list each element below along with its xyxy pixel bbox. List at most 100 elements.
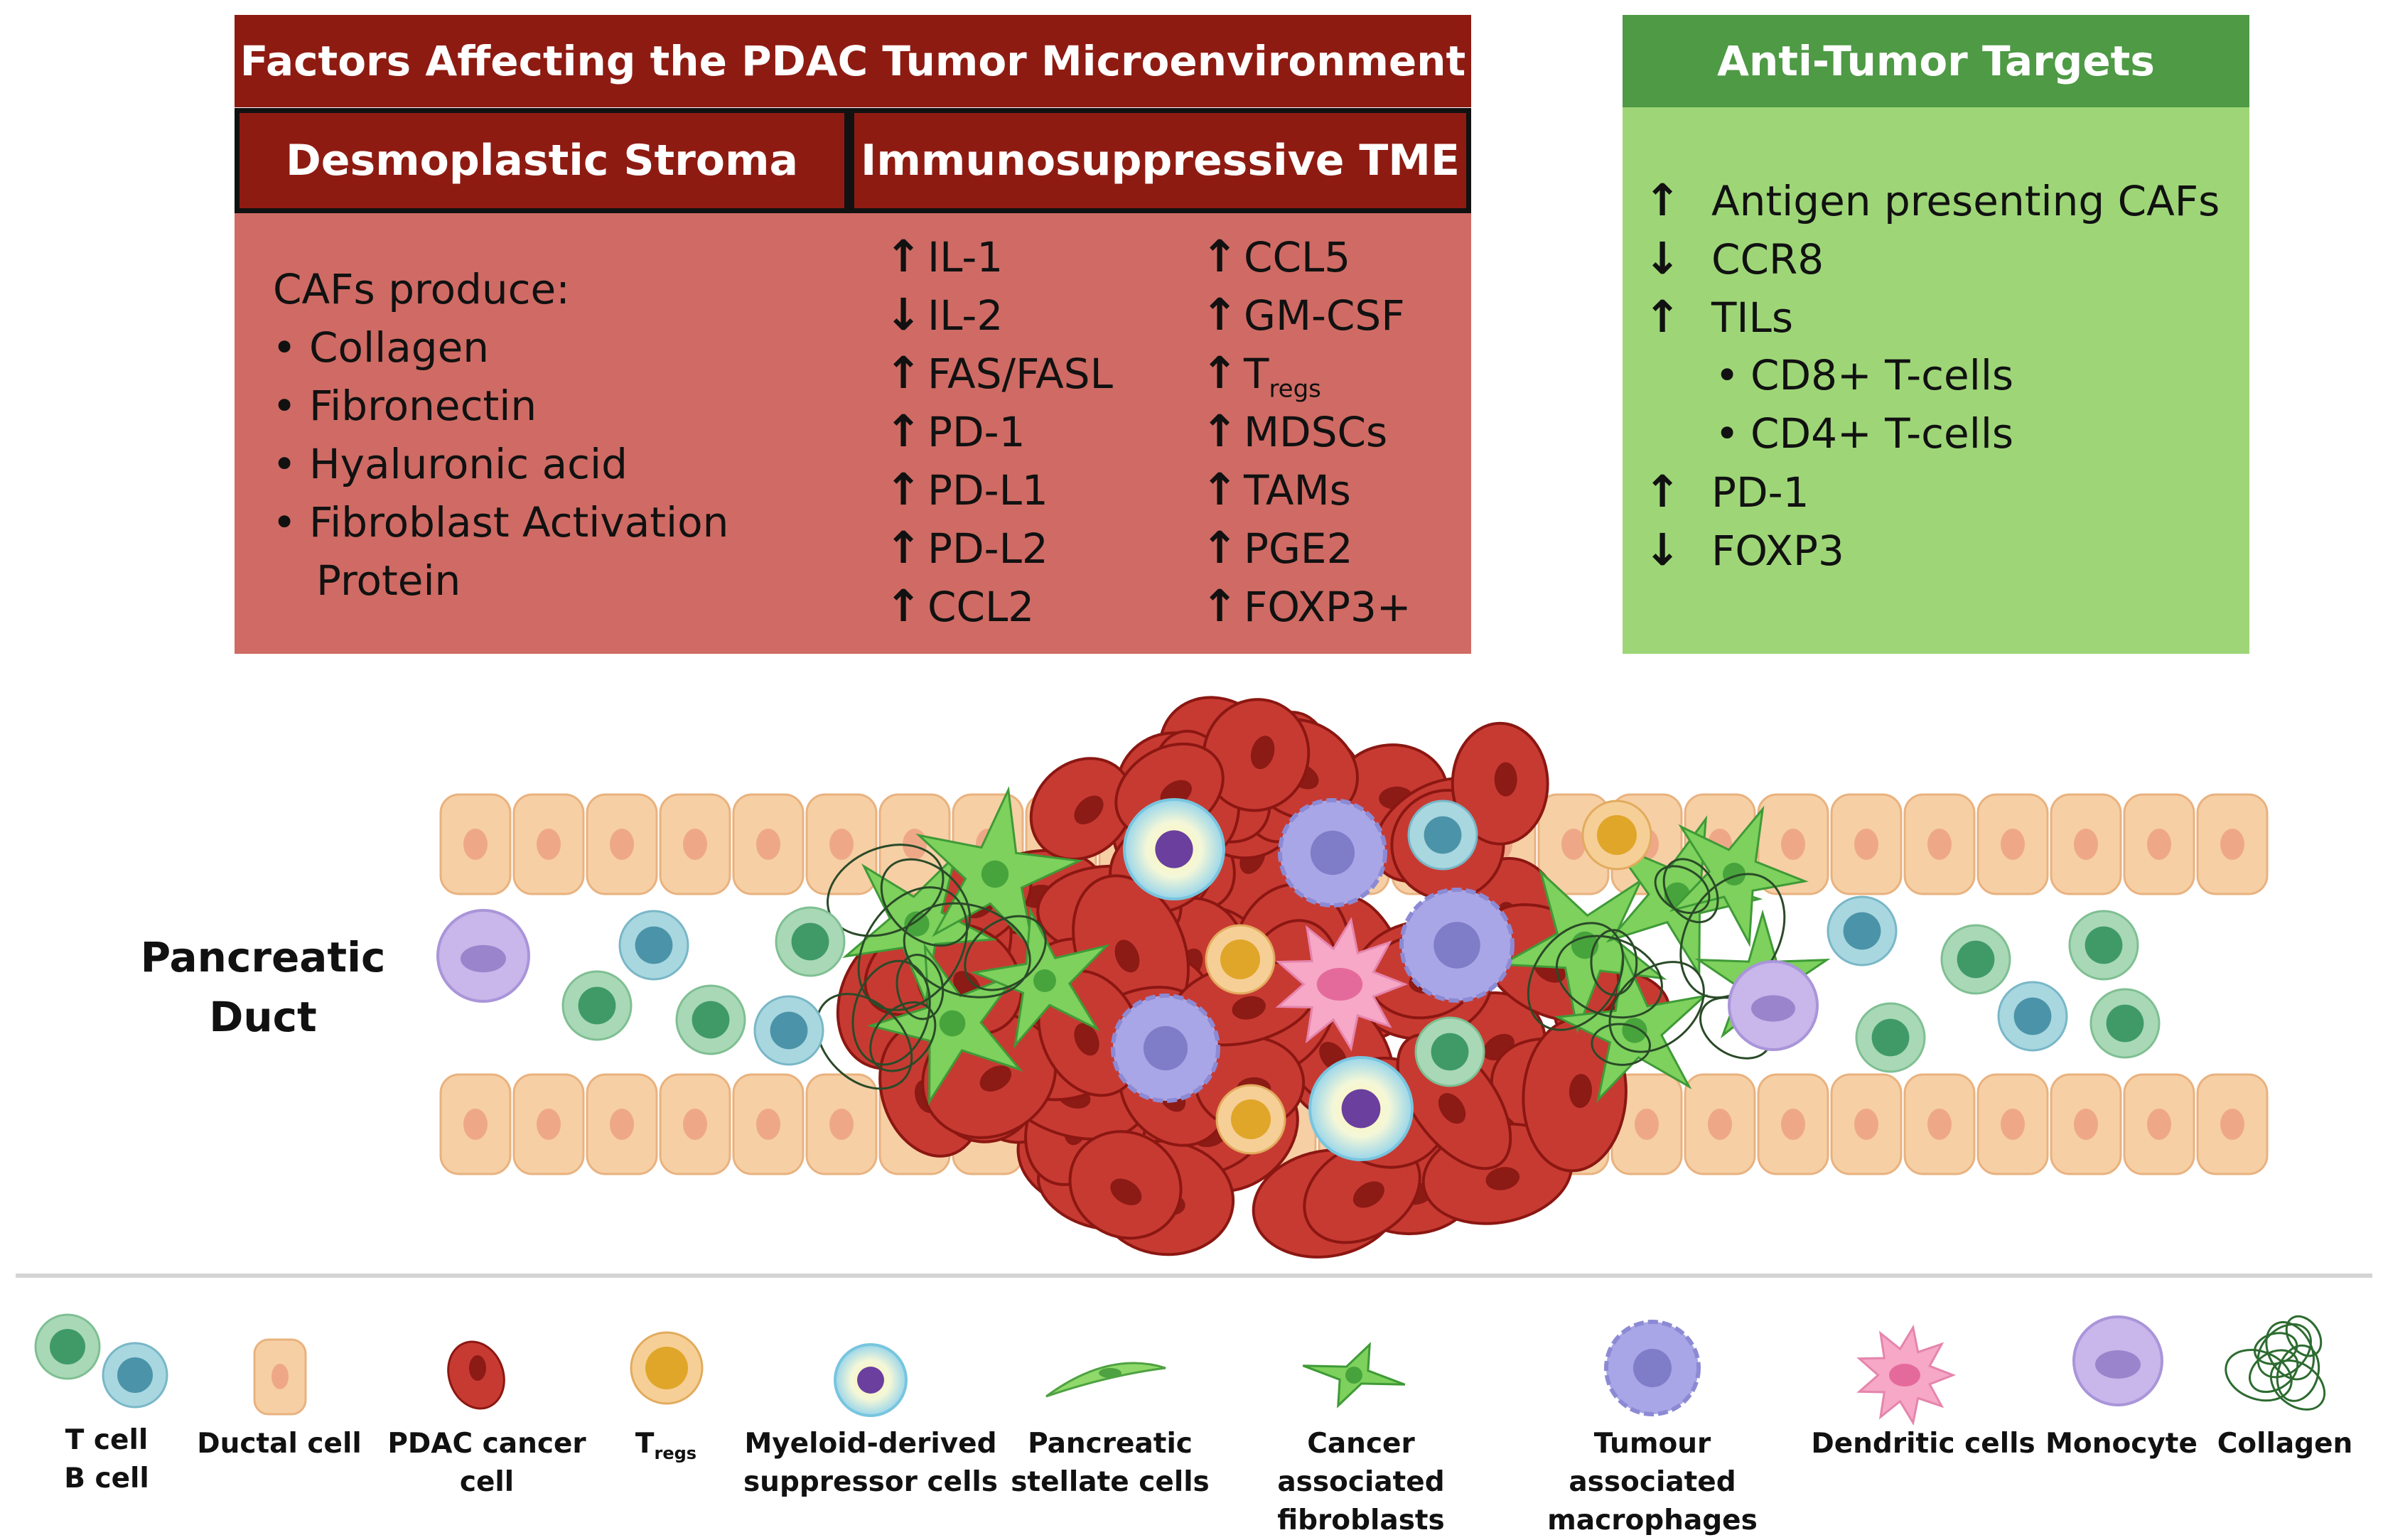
factor-row: ↑PD-L1: [885, 461, 1048, 519]
arrow-down-icon: ↓: [1644, 232, 1681, 284]
arrow-up-icon: ↑: [1644, 174, 1681, 226]
factor-row: ↑FAS/FASL: [885, 344, 1113, 402]
factor-row: ↓FOXP3: [1644, 521, 1844, 579]
arrow-up-icon: ↑: [885, 522, 922, 574]
arrow-up-icon: ↑: [1201, 289, 1238, 340]
arrow-up-icon: ↑: [885, 405, 922, 457]
cancer-nucleus: [979, 1065, 1012, 1092]
ductal-nucleus: [2220, 829, 2244, 860]
collagen-fiber: [1679, 873, 1786, 999]
collagen-fibers: [815, 844, 1786, 1090]
stroma-item: Hyaluronic acid: [272, 435, 628, 493]
pdac-nucleus-icon: [469, 1355, 486, 1381]
legend-item: Monocyte: [1986, 1425, 2256, 1463]
cancer-nucleus: [1494, 762, 1517, 797]
factor-row: ↑IL-1: [885, 227, 1003, 286]
legend-line1: Monocyte: [2045, 1428, 2198, 1460]
factor-label: CCR8: [1711, 235, 1824, 284]
ductal-nucleus: [1927, 829, 1952, 860]
legend-line2: macrophages: [1547, 1504, 1758, 1536]
factor-label: FOXP3+: [1244, 583, 1411, 631]
arrow-up-icon: ↑: [885, 463, 922, 515]
ductal-nucleus: [1854, 829, 1878, 860]
ductal-nucleus: [756, 829, 780, 860]
legend-line1: Cancer associated: [1277, 1428, 1445, 1498]
cancer-nucleus: [1110, 1178, 1142, 1205]
legend-line1: Ductal cell: [197, 1428, 362, 1460]
ductal-nucleus: [1781, 1109, 1805, 1140]
factor-row: ↑FOXP3+: [1201, 577, 1411, 635]
factor-label: MDSCs: [1244, 408, 1388, 456]
factor-label: CCL2: [927, 583, 1035, 631]
cancer-nucleus: [1438, 1093, 1466, 1124]
ductal-nucleus: [683, 1109, 707, 1140]
collagen-fiber: [857, 886, 969, 1011]
arrow-up-icon: ↑: [1201, 522, 1238, 574]
legend-line1: Tumour associated: [1569, 1428, 1736, 1498]
legend-item: Tregs: [531, 1425, 801, 1472]
ductal-nucleus: [2220, 1109, 2244, 1140]
factors-title: Factors Affecting the PDAC Tumor Microen…: [235, 15, 1471, 107]
cell-nucleus: [692, 1001, 730, 1039]
ductal-nucleus: [610, 1109, 634, 1140]
duct-label: Pancreatic Duct: [128, 927, 398, 1047]
factor-label-sub: regs: [1269, 375, 1321, 404]
stroma-list: Collagen Fibronectin Hyaluronic acid Fib…: [272, 318, 807, 605]
legend-item: PDAC cancer cell: [352, 1425, 622, 1502]
legend-line2: B cell: [64, 1463, 149, 1495]
collagen-icon: [2265, 1321, 2315, 1381]
arrow-up-icon: ↑: [1201, 463, 1238, 515]
legend-line2: cell: [459, 1466, 515, 1498]
ductal-nucleus: [1781, 829, 1805, 860]
cancer-nucleus: [1485, 1167, 1520, 1190]
collagen-fiber: [895, 954, 945, 1021]
cell-nucleus: [791, 922, 829, 961]
collagen-icon: [2225, 1349, 2293, 1402]
factors-body: CAFs produce: Collagen Fibronectin Hyalu…: [235, 213, 1471, 654]
collagen-fiber: [1590, 929, 1638, 996]
ductal-nucleus: [829, 829, 854, 860]
dendritic-nucleus-icon: [1889, 1364, 1920, 1386]
legend-icons: [34, 1313, 2326, 1426]
legend-line1: Tregs: [635, 1428, 697, 1463]
ductal-nucleus: [2147, 1109, 2171, 1140]
legend-line1: Myeloid-derived: [744, 1428, 997, 1460]
legend-line2: stellate cells: [1011, 1466, 1210, 1498]
duct-diagram: [16, 696, 2372, 1426]
duct-label-line2: Duct: [209, 993, 317, 1041]
ductal-nucleus: [610, 829, 634, 860]
treg-nucleus: [1220, 939, 1260, 979]
cancer-nucleus: [1250, 736, 1275, 770]
anti-list: ↑Antigen presenting CAFs↓CCR8↑TILs•CD8+ …: [1644, 171, 2241, 640]
ductal-nucleus: [1708, 1109, 1732, 1140]
macrophage-nucleus-icon: [1633, 1349, 1672, 1387]
legend-line1: PDAC cancer: [387, 1428, 586, 1460]
ductal-nucleus: [829, 1109, 854, 1140]
collagen-fiber: [1662, 858, 1719, 924]
factor-label: CD4+ T-cells: [1750, 409, 2014, 458]
factor-label: PD-1: [1711, 468, 1809, 517]
stroma-item: Fibroblast Activation: [272, 493, 728, 551]
duct-label-line1: Pancreatic: [140, 933, 386, 981]
legend-item: Collagen: [2150, 1425, 2383, 1463]
fibroblast-nucleus: [1723, 863, 1745, 885]
monocyte-nucleus: [461, 944, 506, 973]
ductal-nucleus: [756, 1109, 780, 1140]
monocyte-nucleus-icon: [2095, 1350, 2141, 1379]
anti-title: Anti-Tumor Targets: [1623, 15, 2249, 107]
treg-nucleus: [1597, 815, 1637, 855]
immune-cells: [436, 798, 2161, 1161]
treg-nucleus: [1231, 1099, 1271, 1139]
collagen-icon: [2249, 1349, 2299, 1394]
cell-nucleus: [2085, 926, 2123, 964]
legend-item: Tumour associated macrophages: [1517, 1425, 1787, 1540]
immuno-col2: ↑CCL5↑GM-CSF↑Tregs↑MDSCs↑TAMs↑PGE2↑FOXP3…: [1201, 227, 1471, 647]
arrow-up-icon: ↑: [885, 580, 922, 632]
collagen-fiber: [903, 902, 1031, 998]
fibroblast-nucleus: [1033, 969, 1056, 992]
cancer-nucleus: [1232, 996, 1266, 1020]
cell-nucleus: [1843, 912, 1881, 950]
immuno-heading: Immunosuppressive TME: [849, 108, 1471, 213]
cancer-nucleus: [1074, 1023, 1099, 1056]
